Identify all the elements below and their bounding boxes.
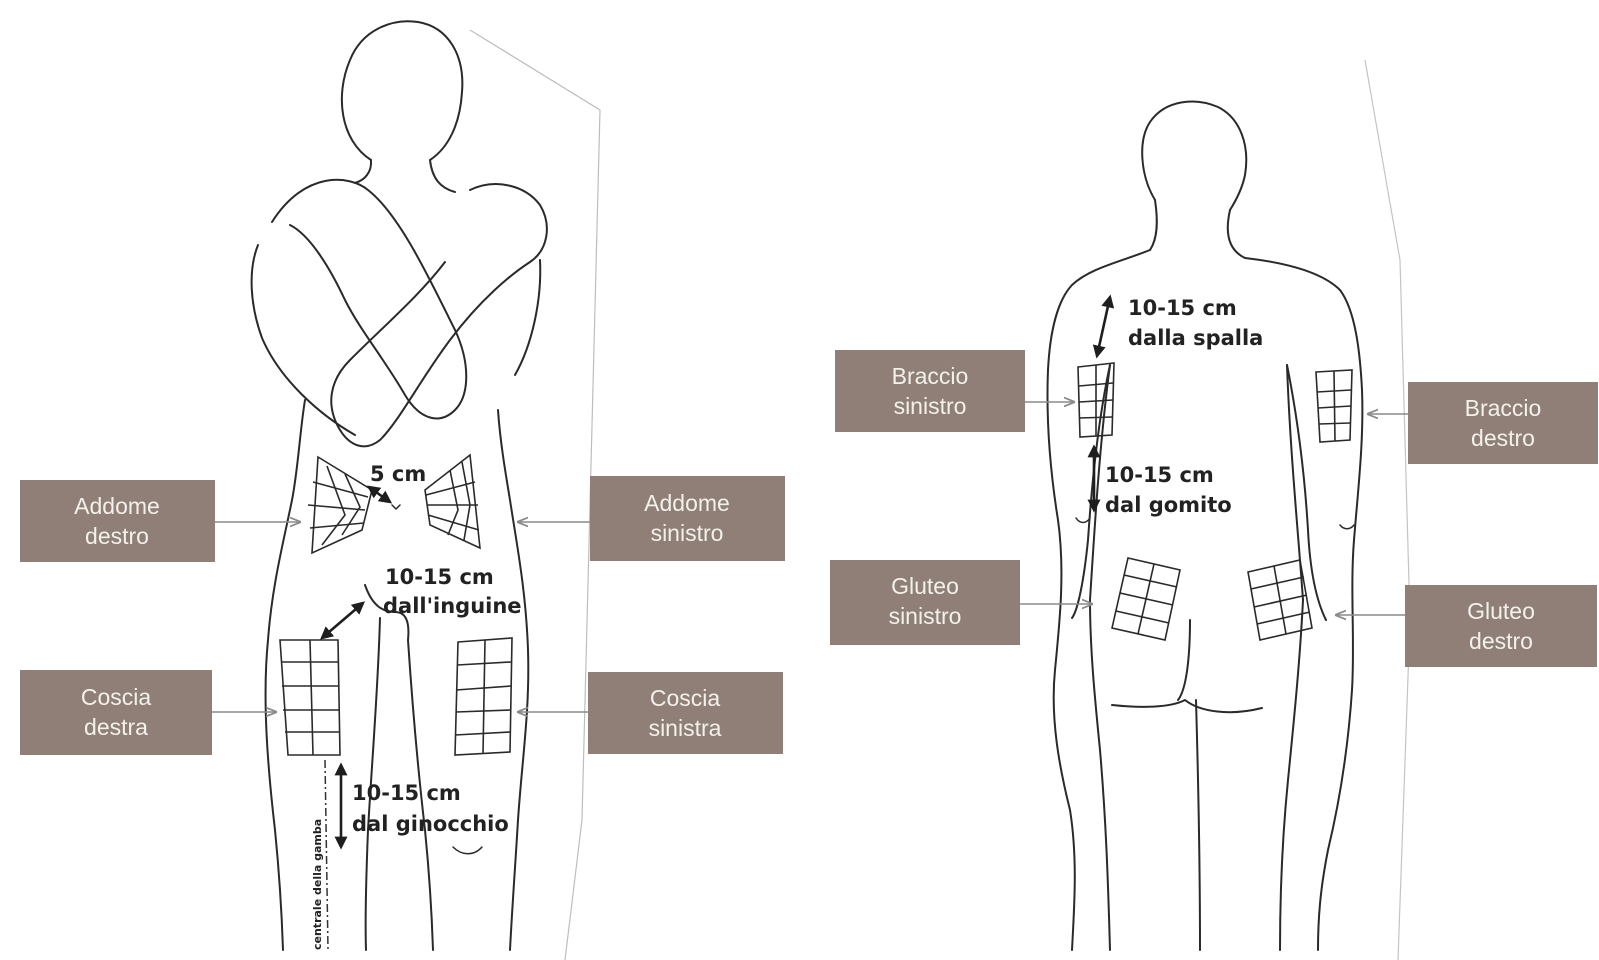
knee-distance-line2: dal ginocchio [352,812,509,836]
label-coscia-sinistra-line1: Coscia [650,685,721,711]
label-gluteo-sinistro-line1: Gluteo [891,573,959,599]
back-body-figure [1047,102,1362,950]
label-gluteo-destro-line2: destro [1469,628,1533,654]
abdomen-right-grid [308,457,372,553]
label-addome-sinistro-line2: sinistro [651,520,724,546]
label-gluteo-sinistro-line2: sinistro [889,603,962,629]
label-braccio-destro-line2: destro [1471,425,1535,451]
label-coscia-destra-line2: destra [84,714,148,740]
label-gluteo-destro: Gluteo destro [1405,585,1597,667]
label-addome-sinistro: Addome sinistro [590,476,785,561]
leg-center-line [325,760,328,950]
label-coscia-destra: Coscia destra [20,670,212,755]
shoulder-distance-line2: dalla spalla [1128,326,1263,350]
groin-distance-line1: 10-15 cm [385,565,494,589]
label-braccio-destro-line1: Braccio [1465,395,1542,421]
navel-distance-label: 5 cm [370,462,426,486]
label-braccio-sinistro-line1: Braccio [892,363,969,389]
groin-distance-line2: dall'inguine [383,594,522,618]
abdomen-left-grid [425,455,480,548]
label-coscia-sinistra-line2: sinistra [649,715,722,741]
gluteus-left-grid [1112,558,1180,640]
label-coscia-sinistra: Coscia sinistra [588,672,783,754]
elbow-distance-line2: dal gomito [1105,493,1232,517]
elbow-distance-line1: 10-15 cm [1105,463,1214,487]
label-addome-destro: Addome destro [20,480,215,562]
label-braccio-sinistro-line2: sinistro [894,393,967,419]
label-addome-destro-line2: destro [85,523,149,549]
arm-right-grid [1316,370,1352,442]
label-gluteo-sinistro: Gluteo sinistro [830,560,1020,645]
label-addome-sinistro-line1: Addome [644,490,730,516]
thigh-right-grid [280,640,340,755]
leg-center-label: centrale della gamba [311,819,324,950]
shoulder-distance-line1: 10-15 cm [1128,296,1237,320]
label-addome-destro-line1: Addome [74,493,160,519]
navel-distance-arrow [369,487,390,502]
label-braccio-destro: Braccio destro [1408,382,1598,464]
knee-distance-line1: 10-15 cm [352,781,461,805]
shoulder-distance-arrow [1097,297,1110,356]
groin-distance-arrow [322,603,363,638]
label-coscia-destra-line1: Coscia [81,684,152,710]
thigh-left-grid [455,638,512,755]
label-gluteo-destro-line1: Gluteo [1467,598,1535,624]
paper-edge-right [1365,60,1410,960]
label-braccio-sinistro: Braccio sinistro [835,350,1025,432]
